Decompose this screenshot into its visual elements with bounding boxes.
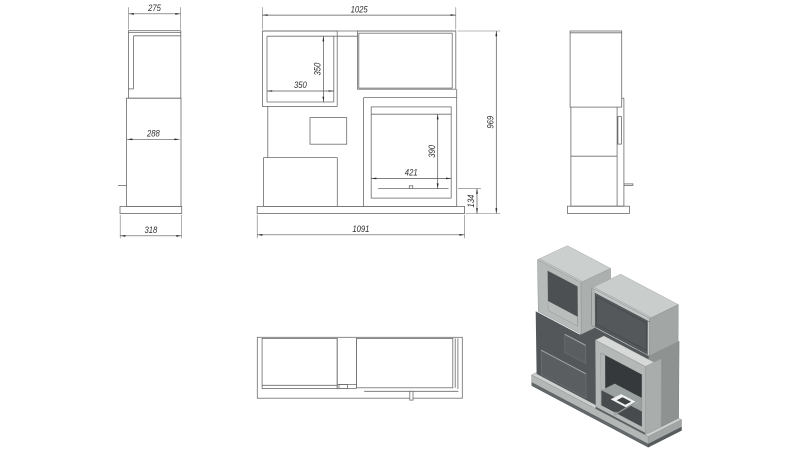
svg-text:390: 390	[426, 145, 437, 158]
svg-text:134: 134	[465, 195, 476, 208]
svg-text:1091: 1091	[352, 223, 369, 234]
svg-text:318: 318	[144, 224, 157, 235]
svg-text:350: 350	[312, 63, 323, 76]
svg-text:275: 275	[147, 2, 161, 13]
svg-text:1025: 1025	[351, 3, 368, 14]
svg-text:421: 421	[405, 167, 418, 178]
svg-text:969: 969	[485, 116, 496, 129]
svg-text:288: 288	[146, 128, 160, 139]
svg-text:350: 350	[294, 79, 307, 90]
